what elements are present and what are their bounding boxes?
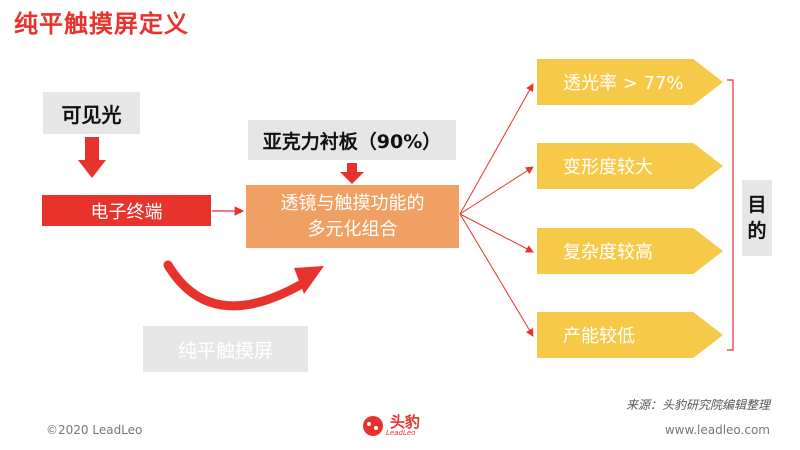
combination-box: 透镜与触摸功能的 多元化组合 [246, 185, 459, 248]
leopard-icon [363, 416, 383, 436]
leadleo-logo: 头豹 LeadLeo [360, 414, 420, 438]
website-link[interactable]: www.leadleo.com [664, 423, 770, 437]
curved-arrow [163, 260, 324, 311]
arrow-to-outcome-1 [459, 166, 534, 215]
purpose-box: 目 的 [742, 180, 772, 256]
page-title: 纯平触摸屏定义 [14, 10, 189, 38]
flat-touchscreen-box: 纯平触摸屏 [143, 326, 308, 372]
purpose-char-1: 目 [747, 194, 767, 216]
logo-sub: LeadLeo [386, 429, 416, 437]
outcome-capacity: 产能较低 [537, 312, 723, 358]
electronic-device-box: 电子终端 [42, 195, 211, 226]
combination-line-1: 透镜与触摸功能的 [280, 192, 425, 214]
outcome-complexity: 复杂度较高 [537, 228, 723, 274]
arrow-to-outcome-0 [459, 83, 534, 215]
down-arrow-visible-light [78, 137, 106, 178]
arrow-to-outcome-2 [459, 213, 534, 253]
arrow-to-outcome-3 [459, 213, 534, 337]
substrate-box: 亚克力衬板（90%） [248, 120, 456, 160]
source-note: 来源：头豹研究院编辑整理 [625, 398, 770, 412]
visible-light-box: 可见光 [43, 92, 140, 134]
copyright: ©2020 LeadLeo [46, 423, 143, 437]
outcome-transmittance: 透光率 > 77% [537, 59, 723, 105]
down-arrow-substrate [340, 163, 364, 184]
outcome-deformation: 变形度较大 [537, 143, 723, 189]
bracket [727, 79, 734, 351]
combination-line-2: 多元化组合 [307, 218, 398, 240]
purpose-char-2: 的 [747, 220, 767, 242]
logo-name: 头豹 [390, 413, 421, 431]
